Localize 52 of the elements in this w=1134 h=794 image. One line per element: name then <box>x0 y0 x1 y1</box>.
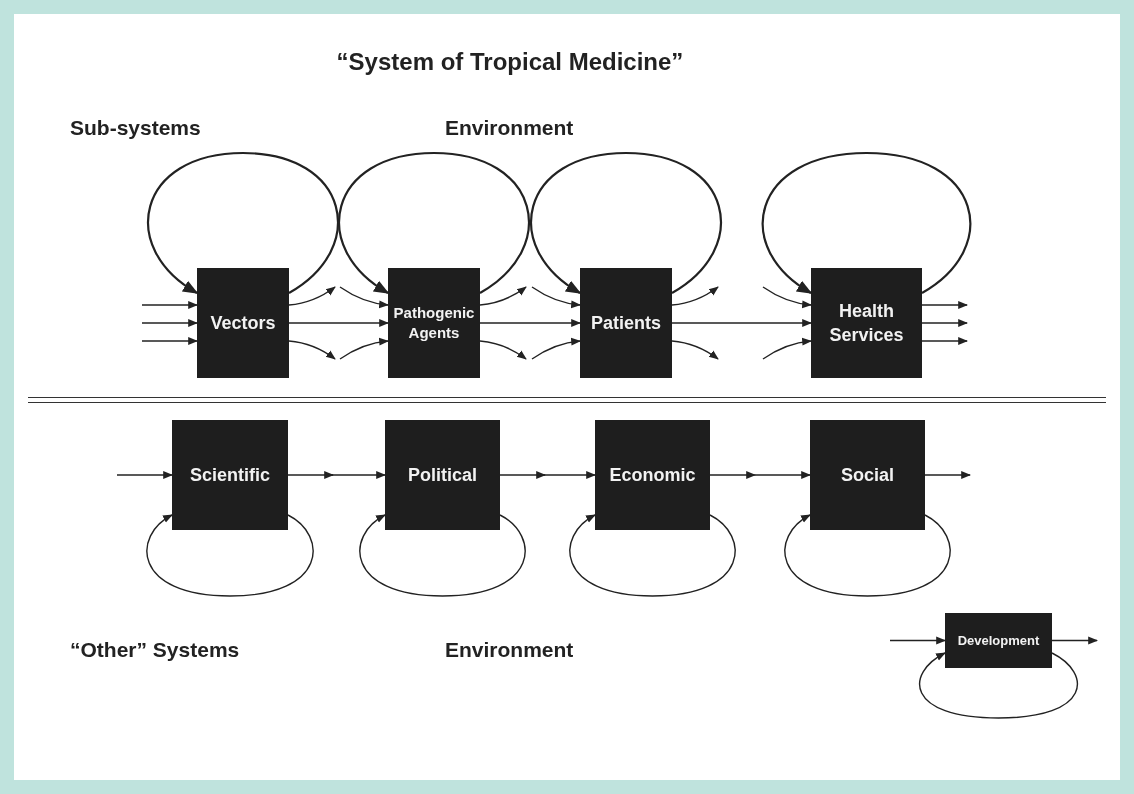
arrow <box>329 471 386 479</box>
loop-arrow <box>338 151 530 294</box>
arrow <box>671 319 812 327</box>
arrow <box>479 319 581 327</box>
arrow <box>531 338 581 360</box>
system-box: Political <box>385 420 500 530</box>
section-label: Environment <box>445 116 574 140</box>
arrow <box>141 301 198 309</box>
loop-arrow <box>359 514 526 597</box>
arrow <box>1051 636 1098 645</box>
arrow <box>671 340 719 360</box>
system-box: Development <box>945 613 1052 668</box>
arrow <box>288 286 336 306</box>
system-box: Pathogenic Agents <box>388 268 480 378</box>
system-box: Scientific <box>172 420 288 530</box>
arrow <box>762 338 812 360</box>
arrow <box>116 471 173 479</box>
arrow <box>531 286 581 308</box>
system-box: Patients <box>580 268 672 378</box>
loop-arrow <box>530 151 722 294</box>
arrow <box>924 471 971 479</box>
arrow <box>479 286 527 306</box>
system-box: Vectors <box>197 268 289 378</box>
system-box: Economic <box>595 420 710 530</box>
loop-arrow <box>146 514 314 597</box>
arrow <box>479 340 527 360</box>
diagram-title: “System of Tropical Medicine” <box>335 48 685 76</box>
arrow <box>141 337 198 345</box>
section-label: Sub-systems <box>70 116 201 140</box>
section-label: Environment <box>445 638 574 662</box>
arrow <box>921 337 968 345</box>
loop-arrow <box>147 151 339 294</box>
arrow <box>339 338 389 360</box>
system-box: Social <box>810 420 925 530</box>
arrow <box>921 319 968 327</box>
section-label: “Other” Systems <box>70 638 240 662</box>
arrow <box>288 319 389 327</box>
loop-arrow <box>919 652 1078 719</box>
arrow <box>921 301 968 309</box>
arrow <box>288 340 336 360</box>
arrow <box>141 319 198 327</box>
arrow <box>754 471 811 479</box>
loop-arrow <box>569 514 736 597</box>
arrow <box>539 471 596 479</box>
arrow <box>709 471 756 479</box>
system-box: Health Services <box>811 268 922 378</box>
arrow <box>889 636 946 645</box>
arrow <box>762 286 812 308</box>
loop-arrow <box>784 514 951 597</box>
arrow <box>339 286 389 308</box>
arrow <box>671 286 719 306</box>
loop-arrow <box>761 151 972 294</box>
